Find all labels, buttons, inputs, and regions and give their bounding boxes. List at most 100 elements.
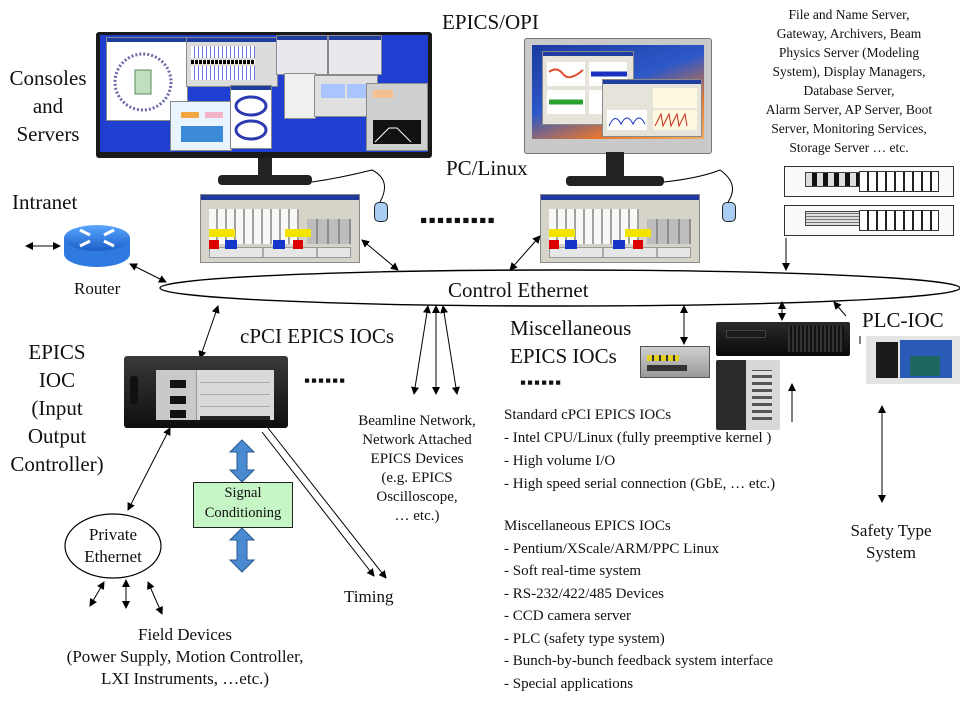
label-line: Output — [27, 424, 87, 448]
epics-ioc-label: EPICS IOC (Input Output Controller) — [0, 338, 114, 478]
label-line: Signal — [224, 485, 262, 501]
ellipsis-consoles: ▪▪▪▪▪▪▪▪▪ — [420, 208, 496, 232]
screen-window — [170, 101, 232, 151]
pc-linux-label: PC/Linux — [446, 156, 528, 180]
monitor-stand — [258, 158, 272, 176]
details-item: - High speed serial connection (GbE, … e… — [504, 476, 776, 492]
private-ethernet-bus — [64, 513, 162, 579]
monitor-base — [218, 175, 312, 185]
console-screen — [100, 35, 428, 152]
description-line: Alarm Server, AP Server, Boot — [765, 102, 933, 117]
timing-label: Timing — [344, 587, 394, 606]
mouse-icon — [722, 202, 736, 222]
label-line: Ethernet — [84, 547, 142, 566]
arrow-router-ethernet — [129, 263, 167, 283]
screen-window — [602, 79, 702, 137]
details-heading: Standard cPCI EPICS IOCs — [504, 407, 672, 423]
misc-iocs-details: Miscellaneous EPICS IOCs - Pentium/XScal… — [504, 515, 773, 695]
control-ethernet-bus — [159, 269, 960, 307]
label-line: (e.g. EPICS — [381, 470, 453, 486]
label-line: Controller) — [10, 452, 104, 476]
private-ethernet-label: Private Ethernet — [70, 524, 156, 568]
label-line: Miscellaneous — [510, 316, 632, 340]
screen-window — [328, 35, 382, 75]
details-item: - Special applications — [504, 675, 634, 692]
label-line: Conditioning — [204, 505, 282, 521]
label-line: Private — [88, 525, 138, 544]
label-line: (Power Supply, Motion Controller, — [66, 647, 304, 666]
details-item: - Soft real-time system — [504, 563, 642, 579]
embedded-box-icon — [640, 346, 710, 378]
label-line: Servers — [16, 122, 80, 146]
description-line: File and Name Server, — [788, 7, 910, 22]
description-line: Storage Server … etc. — [789, 140, 909, 155]
label-line: IOC — [38, 368, 76, 392]
ellipsis-cpci: ▪▪▪▪▪▪ — [304, 371, 347, 390]
cpci-iocs-label: cPCI EPICS IOCs — [240, 324, 395, 348]
control-ethernet-label: Control Ethernet — [448, 278, 589, 302]
field-devices-label: Field Devices (Power Supply, Motion Cont… — [20, 624, 350, 690]
plc-ioc-label: PLC-IOC — [862, 308, 944, 332]
details-heading: Miscellaneous EPICS IOCs — [504, 518, 671, 534]
label-line: LXI Instruments, …etc.) — [100, 669, 270, 688]
arrow-field-device — [147, 581, 163, 615]
label-line: Field Devices — [138, 625, 232, 644]
description-line: Database Server, — [803, 83, 895, 98]
details-item: - Bunch-by-bunch feedback system interfa… — [504, 653, 774, 669]
description-line: Physics Server (Modeling — [778, 45, 920, 60]
details-item: - CCD camera server — [504, 608, 632, 624]
arrow-beamline — [411, 305, 431, 395]
router-icon — [64, 225, 130, 267]
rack-server-icon — [784, 166, 954, 197]
arrow-field-device — [89, 581, 105, 607]
monitor-stand — [606, 152, 624, 178]
servers-description: File and Name Server, Gateway, Archivers… — [742, 5, 956, 157]
monitor-base — [566, 176, 664, 186]
details-item: - Intel CPU/Linux (fully preemptive kern… — [504, 430, 772, 446]
standard-cpci-details: Standard cPCI EPICS IOCs - Intel CPU/Lin… — [504, 404, 775, 496]
cpci-chassis-icon — [124, 356, 288, 428]
timing-line — [267, 427, 387, 579]
description-line: System), Display Managers, — [772, 64, 926, 79]
label-line: EPICS Devices — [370, 451, 464, 467]
screen-window — [230, 85, 272, 149]
label-line: Consoles — [9, 66, 87, 90]
label-line: EPICS — [28, 340, 86, 364]
arrow-ethernet-cpci — [198, 305, 220, 359]
label-line: and — [32, 94, 64, 118]
consoles-and-servers-label: Consoles and Servers — [2, 64, 94, 148]
description-line: Gateway, Archivers, Beam — [776, 26, 922, 41]
epics-opi-title: EPICS/OPI — [442, 10, 539, 34]
mouse-cable — [663, 169, 733, 203]
arrow-console-ethernet — [361, 239, 399, 271]
console-monitor-wide — [96, 32, 432, 158]
ring-diagram-icon — [113, 52, 173, 112]
opi-screen — [532, 45, 704, 139]
arrow-beamline — [440, 305, 460, 395]
label-line: … etc.) — [394, 508, 440, 524]
mouse-cable — [311, 169, 385, 203]
details-item: - RS-232/422/485 Devices — [504, 585, 664, 602]
plc-hardware-icon — [866, 336, 960, 384]
label-line: System — [865, 543, 917, 562]
ellipsis-misc: ▪▪▪▪▪▪ — [520, 373, 563, 392]
label-line: Oscilloscope, — [376, 489, 458, 505]
keyboard-left — [200, 194, 360, 263]
timing-line — [261, 431, 375, 577]
details-item: - High volume I/O — [504, 453, 616, 469]
misc-iocs-label: Miscellaneous EPICS IOCs — [510, 314, 631, 370]
blue-double-arrow — [228, 439, 256, 573]
label-line: Network Attached — [362, 432, 472, 448]
label-line: Safety Type — [850, 521, 932, 540]
arrow-plc — [833, 301, 847, 317]
signal-conditioning-box: Signal Conditioning — [193, 482, 293, 528]
safety-type-label: Safety Type System — [836, 520, 946, 564]
opi-monitor — [524, 38, 712, 154]
desktop-pc-icon — [716, 322, 850, 356]
arrow-opi-ethernet — [509, 235, 541, 271]
intranet-label: Intranet — [12, 190, 78, 214]
arrow-cpci-private-ethernet — [127, 427, 171, 511]
screen-window — [186, 37, 278, 87]
keyboard-right — [540, 194, 700, 263]
router-label: Router — [74, 279, 121, 298]
